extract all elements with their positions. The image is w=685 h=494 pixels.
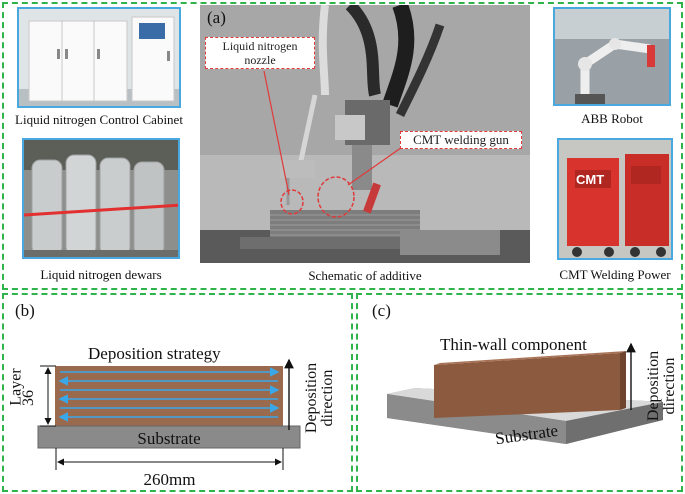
panel-a	[2, 2, 683, 290]
caption-schematic: Schematic of additive	[308, 268, 422, 283]
dewars-illustration	[24, 140, 178, 257]
caption-power: CMT Welding Power	[559, 267, 671, 282]
caption-cabinet: Liquid nitrogen Control Cabinet	[15, 112, 183, 127]
nozzle-callout-line1: Liquid nitrogen	[222, 39, 298, 53]
thin-wall-label: Thin-wall component	[440, 335, 587, 354]
panel-b	[2, 293, 353, 492]
caption-dewars: Liquid nitrogen dewars	[40, 267, 162, 282]
substrate-label-b: Substrate	[137, 429, 201, 448]
robot-illustration	[555, 9, 669, 104]
wall-block	[55, 366, 283, 426]
deposition-direction-c: Deposition direction	[645, 336, 678, 436]
deposition-paths	[58, 367, 280, 422]
panel-c	[356, 293, 683, 492]
power-illustration	[559, 140, 671, 258]
deposition-direction-b: Deposition direction	[303, 348, 336, 448]
power-brand-text: CMT	[576, 172, 605, 187]
cabinet-illustration	[19, 9, 179, 106]
deposition-direction-b-line1: Deposition	[303, 362, 320, 434]
thin-wall-c	[434, 353, 620, 418]
caption-robot: ABB Robot	[581, 111, 643, 126]
cabinet-photo	[17, 7, 181, 108]
dewars-photo	[22, 138, 180, 259]
panel-a-label: (a)	[207, 8, 226, 27]
substrate-block	[37, 425, 301, 449]
nozzle-callout-line2: nozzle	[244, 53, 276, 67]
deposition-direction-c-line1: Deposition	[645, 350, 662, 422]
deposition-strategy-title: Deposition strategy	[88, 344, 221, 363]
robot-photo	[553, 7, 671, 106]
deposition-direction-b-line2: direction	[319, 369, 336, 427]
layer-value: 36	[20, 390, 37, 406]
power-photo: CMT	[557, 138, 673, 260]
width-label: 260mm	[143, 470, 196, 489]
nozzle-callout: Liquid nitrogen nozzle	[205, 37, 315, 69]
panel-c-label: (c)	[372, 301, 391, 320]
deposition-direction-c-line2: direction	[661, 357, 678, 415]
panel-b-label: (b)	[15, 301, 35, 320]
gun-callout: CMT welding gun	[400, 131, 522, 149]
